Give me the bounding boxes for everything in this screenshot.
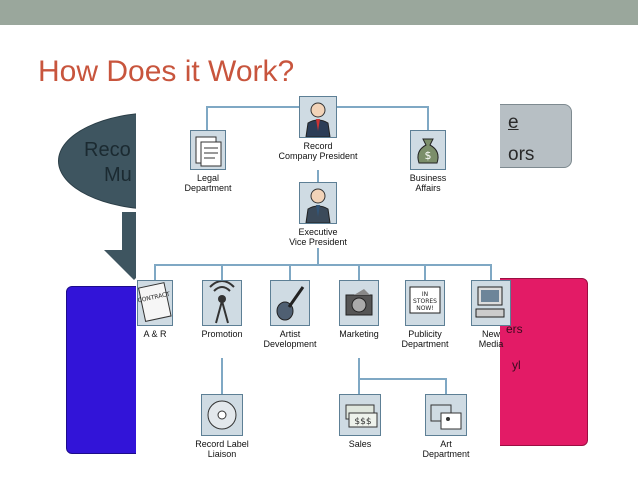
executive-portrait-icon	[299, 96, 337, 138]
node-promotion: Promotion	[182, 280, 262, 339]
node-label: Executive Vice President	[289, 227, 347, 247]
node-label: Sales	[348, 439, 372, 449]
connector-line	[221, 264, 223, 280]
documents-icon	[190, 130, 226, 170]
svg-text:$: $	[425, 149, 432, 162]
svg-text:IN: IN	[422, 291, 428, 298]
pink-box-text-2: yl	[512, 358, 521, 372]
svg-text:STORES: STORES	[413, 298, 437, 305]
money-bag-icon: $	[410, 130, 446, 170]
connector-line	[154, 264, 492, 266]
node-sales: $$$ Sales	[320, 394, 400, 449]
connector-line	[358, 264, 360, 280]
node-ar: CONTRACT A & R	[115, 280, 195, 339]
connector-line	[445, 378, 447, 394]
node-label-liaison: Record Label Liaison	[182, 394, 262, 459]
blue-box	[66, 286, 148, 454]
node-label: A & R	[143, 329, 167, 339]
org-chart: Record Company President Legal Departmen…	[136, 96, 511, 474]
node-label: Record Label Liaison	[195, 439, 249, 459]
connector-line	[317, 248, 319, 264]
contract-icon: CONTRACT	[137, 280, 173, 326]
node-label: Marketing	[339, 329, 379, 339]
node-new-media: New Media	[451, 280, 531, 349]
guitar-icon	[270, 280, 310, 326]
ellipse-text-1: Reco	[84, 139, 131, 161]
node-art: Art Department	[406, 394, 486, 459]
executive-portrait-icon	[299, 182, 337, 224]
computer-icon	[471, 280, 511, 326]
connector-line	[427, 106, 429, 134]
node-artist-dev: Artist Development	[250, 280, 330, 349]
svg-text:$$$: $$$	[354, 417, 371, 427]
connector-line	[221, 358, 223, 396]
broadcast-tower-icon	[202, 280, 242, 326]
connector-line	[289, 264, 291, 280]
dollar-bills-icon: $$$	[339, 394, 381, 436]
node-label: Business Affairs	[409, 173, 447, 193]
grey-box-text-1: e	[508, 112, 519, 133]
node-label: Legal Department	[184, 173, 232, 193]
connector-line	[206, 106, 208, 134]
connector-line	[424, 264, 426, 280]
node-legal: Legal Department	[168, 130, 248, 193]
slide-title: How Does it Work?	[38, 55, 295, 88]
connector-line	[154, 264, 156, 280]
connector-line	[490, 264, 492, 280]
node-label: Promotion	[201, 329, 243, 339]
node-label: Artist Development	[263, 329, 317, 349]
node-label: Record Company President	[278, 141, 358, 161]
connector-line	[317, 170, 319, 182]
svg-text:NOW!: NOW!	[416, 305, 434, 312]
node-marketing: Marketing	[319, 280, 399, 339]
picture-frames-icon	[425, 394, 467, 436]
ellipse-text-2: Mu	[104, 164, 132, 186]
compact-disc-icon	[201, 394, 243, 436]
camera-icon	[339, 280, 379, 326]
top-bar	[0, 0, 638, 25]
node-business: $ Business Affairs	[388, 130, 468, 193]
grey-box-text-2: ors	[508, 144, 535, 165]
node-evp: Executive Vice President	[278, 182, 358, 247]
node-label: Art Department	[422, 439, 470, 459]
connector-line	[358, 378, 446, 380]
node-label: New Media	[478, 329, 504, 349]
node-president: Record Company President	[278, 96, 358, 161]
node-label: Publicity Department	[401, 329, 449, 349]
